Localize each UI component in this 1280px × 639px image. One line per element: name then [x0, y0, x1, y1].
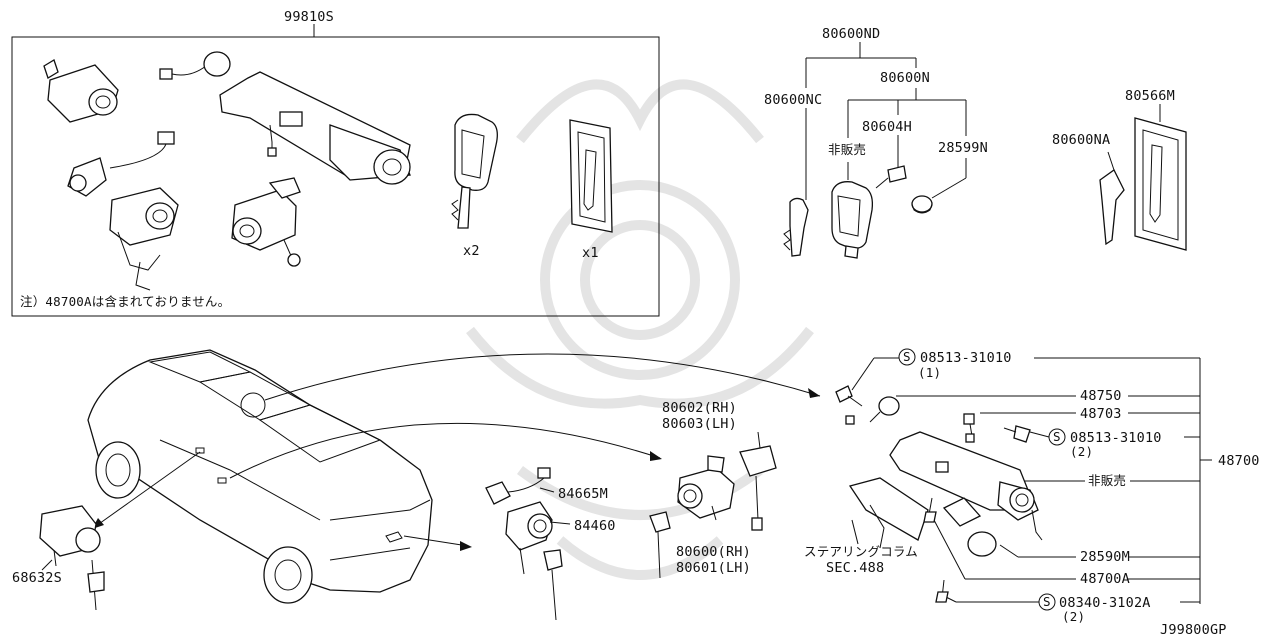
label-80602: 80602(RH)	[662, 400, 737, 416]
label-08513-1: 08513-31010	[920, 350, 1012, 366]
key-fob-part	[451, 113, 498, 229]
label-80604H: 80604H	[862, 119, 912, 135]
front-door-cylinder-part	[649, 455, 735, 579]
blank-key-part	[1099, 169, 1125, 246]
kit-part-number: 99810S	[284, 9, 334, 25]
label-28599N: 28599N	[938, 140, 988, 156]
steering-lock-assembly: 48700 S 08513-31010 (1) 48750 48703 S 08…	[804, 348, 1260, 624]
label-84665M: 84665M	[558, 486, 608, 502]
emergency-key-part	[783, 197, 809, 257]
screw-symbol-2: S	[1053, 429, 1061, 444]
plate-quantity: x1	[582, 245, 599, 261]
label-not-sold-2: 非販売	[1088, 473, 1126, 488]
ignition-cylinder-part	[43, 59, 119, 123]
label-28590M: 28590M	[1080, 549, 1130, 565]
label-68632S: 68632S	[12, 570, 62, 586]
trunk-lock-part	[485, 467, 563, 621]
label-08340-qty: (2)	[1062, 609, 1085, 624]
shear-bolt-part	[923, 497, 949, 603]
key-switch-part	[67, 131, 175, 197]
switch-connector-part	[963, 413, 975, 443]
label-08513-2: 08513-31010	[1070, 430, 1162, 446]
watermark-crest	[466, 79, 814, 580]
key-quantity: x2	[463, 243, 480, 259]
blank-key-group: 80566M 80600NA	[1052, 88, 1187, 251]
car-illustration	[87, 349, 433, 604]
screw-symbol-1: S	[903, 349, 911, 364]
door-switch-part	[739, 445, 777, 531]
diagram-code: J99800GP	[1160, 622, 1227, 638]
label-48703: 48703	[1080, 406, 1122, 422]
remote-fob-part	[831, 181, 874, 259]
ignition-module-part	[942, 497, 997, 557]
kit-note: 注）48700Aは含まれておりません。	[20, 294, 230, 309]
label-80600NC: 80600NC	[764, 92, 822, 108]
label-steering-column: ステアリングコラム	[804, 544, 918, 559]
label-80601: 80601(LH)	[676, 560, 751, 576]
door-cylinder-right-part	[231, 177, 301, 267]
battery-part	[911, 195, 933, 214]
label-48700: 48700	[1218, 453, 1260, 469]
callout-arrows	[92, 353, 821, 551]
label-08513-1-qty: (1)	[918, 365, 941, 380]
label-80603: 80603(LH)	[662, 416, 737, 432]
label-80600NA: 80600NA	[1052, 132, 1110, 148]
door-key-cylinder-part	[39, 505, 105, 611]
steering-column-part	[848, 477, 929, 549]
label-80600: 80600(RH)	[676, 544, 751, 560]
fob-screw-part	[875, 165, 907, 189]
steering-lock-body-part	[889, 431, 1043, 541]
door-cylinder-left-part	[109, 187, 179, 291]
key-plate-part	[569, 119, 613, 233]
screw-symbol-3: S	[1043, 594, 1051, 609]
label-sec-488: SEC.488	[826, 560, 884, 576]
column-screw-part	[1003, 425, 1031, 443]
label-08340: 08340-3102A	[1059, 595, 1151, 611]
kit-box: 99810S	[11, 9, 660, 317]
key-ring-illumination-part	[869, 396, 900, 423]
steering-lock-part	[219, 71, 411, 185]
label-80566M: 80566M	[1125, 88, 1175, 104]
label-48700A: 48700A	[1080, 571, 1130, 587]
label-08513-2-qty: (2)	[1070, 444, 1093, 459]
label-80600N: 80600N	[880, 70, 930, 86]
bolt-part	[835, 385, 863, 425]
label-48750: 48750	[1080, 388, 1122, 404]
lamp-harness-part	[159, 51, 231, 80]
label-not-sold-1: 非販売	[828, 142, 866, 157]
key-set-tree: 80600ND 80600N 80600NC 80604H 非販売 28599N	[764, 26, 988, 259]
label-80600ND: 80600ND	[822, 26, 880, 42]
label-84460: 84460	[574, 518, 616, 534]
